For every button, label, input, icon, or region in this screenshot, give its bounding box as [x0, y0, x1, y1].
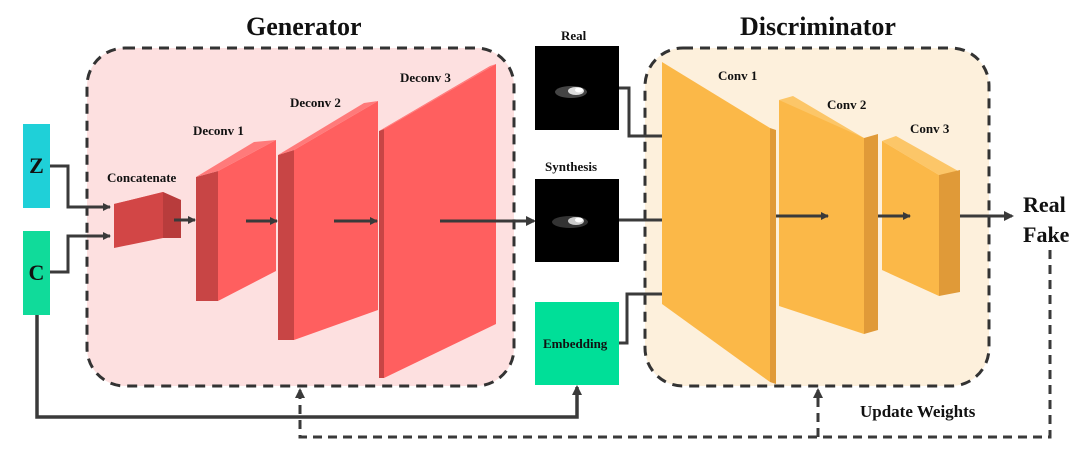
c-label: C — [28, 260, 45, 285]
deconv1-label: Deconv 1 — [193, 123, 244, 138]
update-weights-loop — [295, 250, 1052, 439]
deconv2-label: Deconv 2 — [290, 95, 341, 110]
real-image — [535, 46, 619, 130]
conv3-label: Conv 3 — [910, 121, 950, 136]
conv1-label: Conv 1 — [718, 68, 758, 83]
z-label: Z — [29, 153, 44, 178]
update-weights-label: Update Weights — [860, 402, 976, 421]
embedding-label: Embedding — [543, 336, 608, 351]
synthesis-image-label: Synthesis — [545, 159, 598, 174]
z-to-concat-arrow — [50, 164, 111, 211]
conv1-layer — [662, 62, 776, 384]
output-fake-label: Fake — [1023, 222, 1070, 247]
concatenate-label: Concatenate — [107, 170, 177, 185]
deconv3-label: Deconv 3 — [400, 70, 451, 85]
c-to-concat-arrow — [50, 232, 111, 274]
output-real-label: Real — [1023, 192, 1066, 217]
embedding-box — [535, 302, 619, 385]
c-to-embedding-arrow — [35, 315, 582, 419]
generator-title: Generator — [246, 12, 362, 41]
c-input-box — [23, 231, 50, 315]
synthesis-image — [535, 179, 619, 262]
discriminator-title: Discriminator — [740, 12, 896, 41]
real-image-label: Real — [561, 28, 587, 43]
z-input-box — [23, 124, 50, 208]
concatenate-block — [114, 192, 181, 248]
conv2-label: Conv 2 — [827, 97, 867, 112]
